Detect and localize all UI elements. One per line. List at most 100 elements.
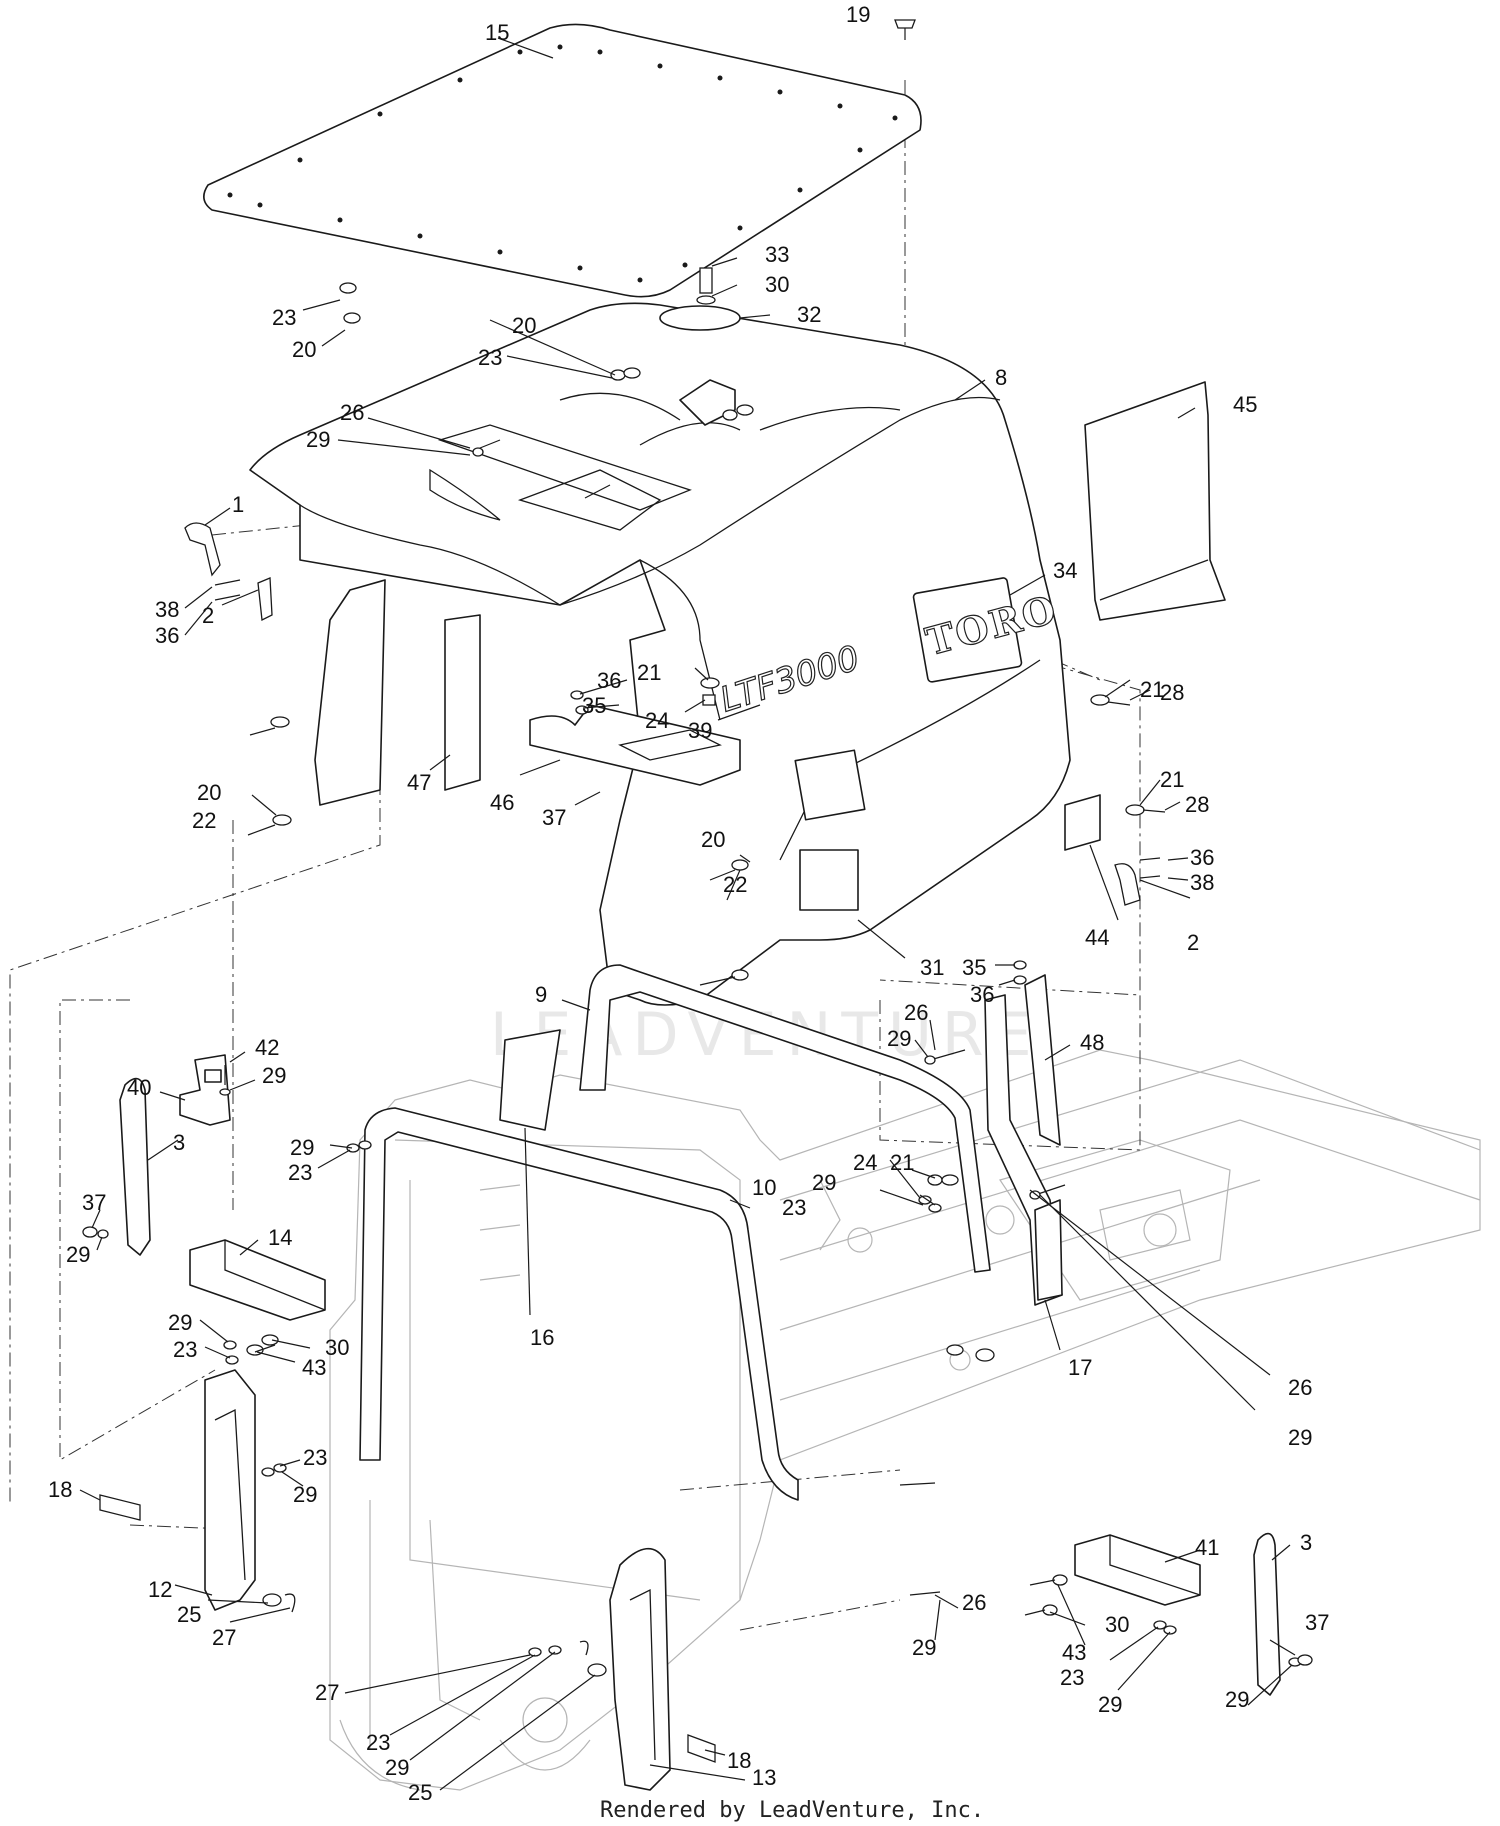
callout-labels: 15 19 33 30 32 23 20 20 23 8 45 26 29 1 …: [48, 2, 1329, 1805]
callout-20-a: 20: [292, 337, 316, 362]
callout-29-c: 29: [262, 1063, 286, 1088]
chassis-frame-ghost: [329, 1049, 1481, 1791]
callout-29-k: 29: [385, 1755, 409, 1780]
mount-bracket-part-14: [189, 1239, 326, 1321]
bracket-plate-part-46: [529, 704, 741, 786]
callout-25-b: 25: [408, 1780, 432, 1805]
callout-48: 48: [1080, 1030, 1104, 1055]
hood-left-skirt: [314, 579, 481, 806]
hinge-left-part-12: [204, 1369, 256, 1611]
callout-42: 42: [255, 1035, 279, 1060]
callout-29-d: 29: [290, 1135, 314, 1160]
callout-23-a: 23: [272, 305, 296, 330]
callout-26-a: 26: [340, 400, 364, 425]
hood-part-8: TORO LTF3000: [249, 302, 1071, 1006]
callout-17: 17: [1068, 1355, 1092, 1380]
callout-10: 10: [752, 1175, 776, 1200]
callout-37-c: 37: [1305, 1610, 1329, 1635]
callout-29-h: 29: [1288, 1425, 1312, 1450]
callout-36-d: 36: [970, 982, 994, 1007]
callout-18-b: 18: [727, 1748, 751, 1773]
callout-27-a: 27: [212, 1625, 236, 1650]
brace-part-17: [984, 994, 1063, 1306]
callout-40: 40: [127, 1075, 151, 1100]
callout-29-f: 29: [168, 1310, 192, 1335]
plate-part-16: [499, 1029, 561, 1131]
callout-22-b: 22: [723, 872, 747, 897]
callout-23-f: 23: [303, 1445, 327, 1470]
callout-37-b: 37: [82, 1190, 106, 1215]
callout-2-a: 2: [202, 603, 214, 628]
roll-bar-part-10: [359, 1107, 799, 1501]
callout-28-a: 28: [1160, 680, 1184, 705]
callout-32: 32: [797, 302, 821, 327]
callout-29-g: 29: [812, 1170, 836, 1195]
callout-27-b: 27: [315, 1680, 339, 1705]
callout-45: 45: [1233, 392, 1257, 417]
side-shield-part-45: [1084, 381, 1226, 621]
callout-29-m: 29: [1098, 1692, 1122, 1717]
disc-part-32: [659, 305, 741, 331]
callout-28-b: 28: [1185, 792, 1209, 817]
callout-29-b: 29: [887, 1026, 911, 1051]
callout-23-g: 23: [366, 1730, 390, 1755]
callout-36-b: 36: [597, 668, 621, 693]
callout-29-l: 29: [912, 1635, 936, 1660]
callout-13: 13: [752, 1765, 776, 1790]
callout-35-a: 35: [582, 693, 606, 718]
callout-29-i: 29: [293, 1482, 317, 1507]
callout-43-b: 43: [1062, 1640, 1086, 1665]
callout-12: 12: [148, 1577, 172, 1602]
callout-36-c: 36: [1190, 845, 1214, 870]
decal-part-31: [799, 849, 859, 911]
callout-37-a: 37: [542, 805, 566, 830]
callout-43-a: 43: [302, 1355, 326, 1380]
callout-23-e: 23: [782, 1195, 806, 1220]
callout-19: 19: [846, 2, 870, 27]
callout-41: 41: [1195, 1535, 1219, 1560]
callout-39: 39: [688, 718, 712, 743]
callout-36-a: 36: [155, 623, 179, 648]
callout-29-a: 29: [306, 427, 330, 452]
callout-46: 46: [490, 790, 514, 815]
callout-14: 14: [268, 1225, 292, 1250]
callout-44: 44: [1085, 925, 1109, 950]
callout-24-b: 24: [853, 1150, 877, 1175]
strip-part-48: [1024, 974, 1061, 1146]
decal-part-44: [1064, 794, 1101, 851]
callout-38-b: 38: [1190, 870, 1214, 895]
callout-26-c: 26: [1288, 1375, 1312, 1400]
callout-47: 47: [407, 770, 431, 795]
callout-23-d: 23: [173, 1337, 197, 1362]
callout-15: 15: [485, 20, 509, 45]
cover-panel-part-15: [203, 23, 922, 298]
callout-29-j: 29: [1225, 1687, 1249, 1712]
latch-left-part-3: [119, 1077, 151, 1256]
callout-35-b: 35: [962, 955, 986, 980]
callout-23-b: 23: [478, 345, 502, 370]
footer-credit: Rendered by LeadVenture, Inc.: [600, 1798, 984, 1823]
watermark-text: LEADVENTURE: [490, 1000, 1042, 1070]
callout-20-d: 20: [701, 827, 725, 852]
callout-leaders: [79, 37, 1296, 1791]
callout-2-b: 2: [1187, 930, 1199, 955]
callout-34: 34: [1053, 558, 1077, 583]
mount-bracket-part-41: [1074, 1534, 1201, 1606]
callout-21-d: 21: [890, 1150, 914, 1175]
callout-21-c: 21: [1160, 767, 1184, 792]
callout-30: 30: [765, 272, 789, 297]
callout-22-a: 22: [192, 808, 216, 833]
callout-31: 31: [920, 955, 944, 980]
callout-16: 16: [530, 1325, 554, 1350]
callout-30-b: 30: [325, 1335, 349, 1360]
latch-right-part-3: [1253, 1532, 1281, 1696]
callout-38-a: 38: [155, 597, 179, 622]
callout-23-h: 23: [1060, 1665, 1084, 1690]
callout-24: 24: [645, 708, 669, 733]
post-part-47: [444, 614, 481, 791]
callout-23-c: 23: [288, 1160, 312, 1185]
callout-30-c: 30: [1105, 1612, 1129, 1637]
callout-29-e: 29: [66, 1242, 90, 1267]
callout-20-c: 20: [197, 780, 221, 805]
